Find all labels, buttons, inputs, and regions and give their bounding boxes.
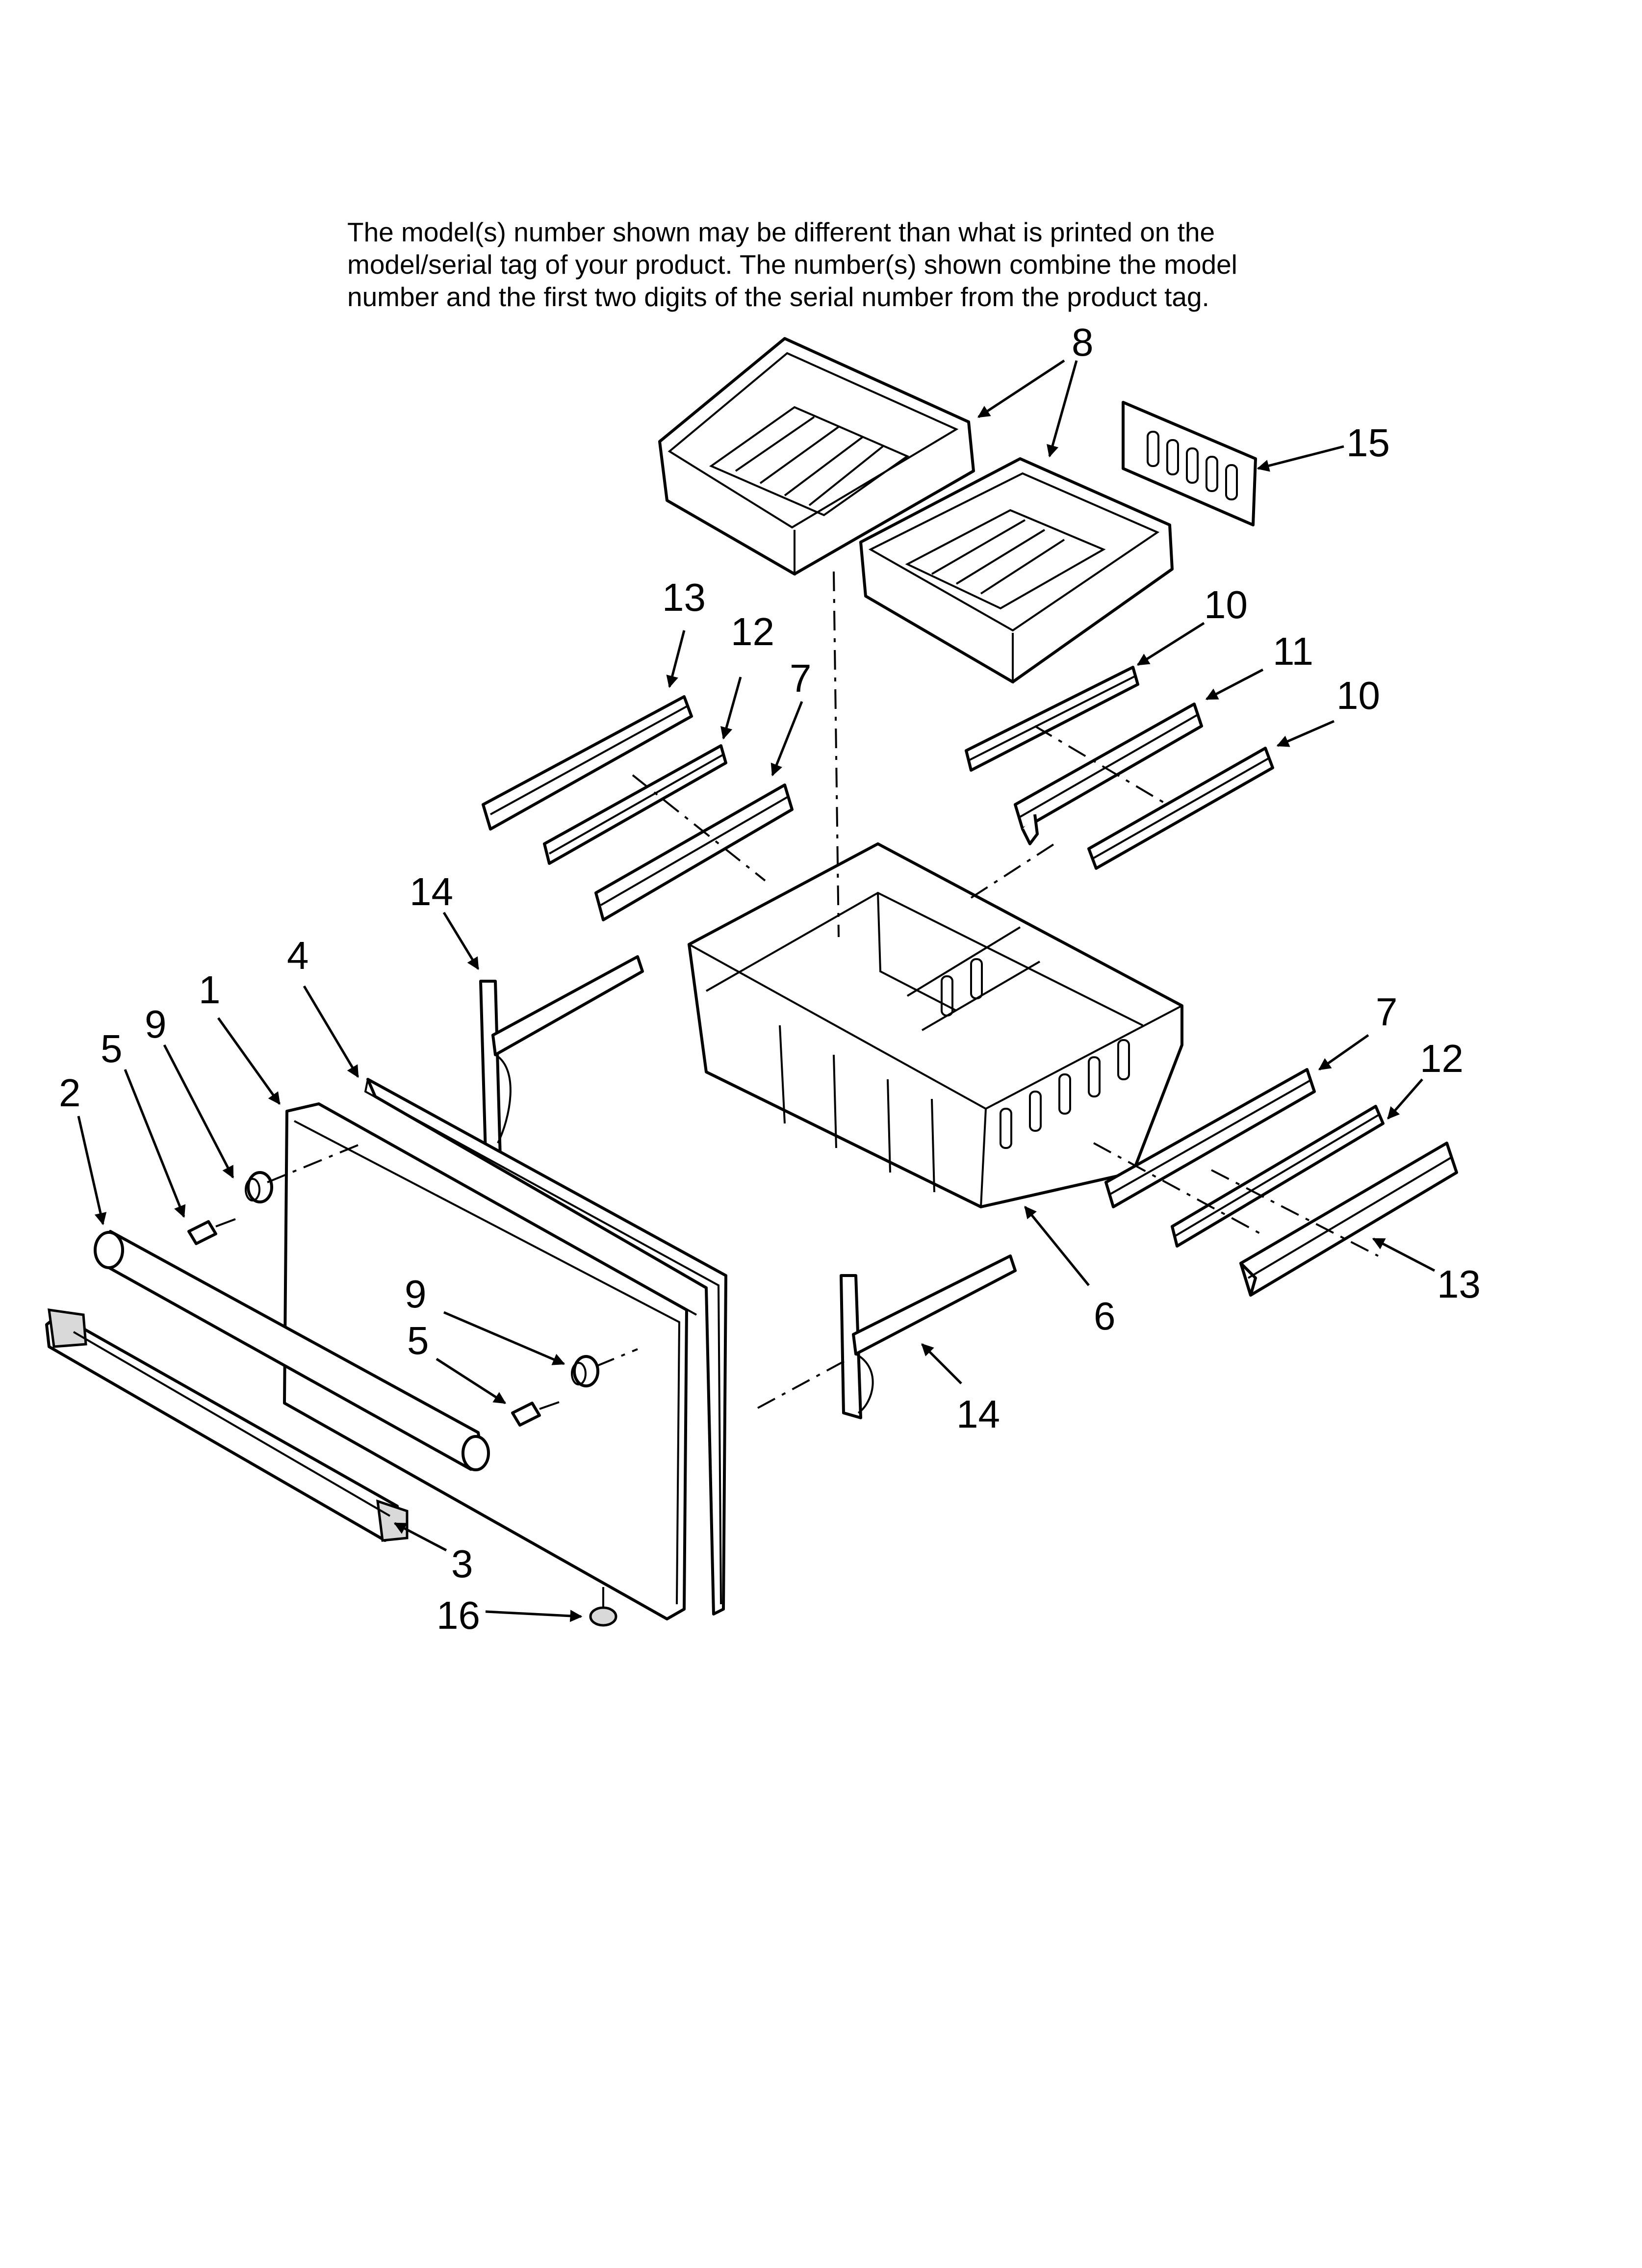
upper-basket-right [859, 457, 1174, 684]
callout-13-lower: 13 [1437, 1262, 1481, 1306]
left-rail-inner [543, 744, 727, 865]
handle-mount-lower [511, 1355, 599, 1427]
upper-basket-left [658, 337, 975, 576]
callout-9-lower: 9 [405, 1272, 427, 1316]
model-number-notice: The model(s) number shown may be differe… [347, 216, 1328, 313]
callout-7-lower: 7 [1376, 990, 1398, 1034]
notice-line-2: model/serial tag of your product. The nu… [347, 249, 1237, 280]
callout-3: 3 [451, 1542, 473, 1586]
freezer-basket [688, 842, 1183, 1208]
callout-9-upper: 9 [145, 1002, 167, 1046]
right-slide-rail [1104, 1068, 1316, 1208]
alignment-lines [267, 571, 1379, 1409]
door-gasket [364, 1078, 727, 1616]
callout-1: 1 [199, 968, 221, 1012]
right-bracket [840, 1254, 1017, 1419]
freezer-door-panel [283, 1102, 697, 1620]
callout-10-lower: 10 [1336, 674, 1380, 717]
callout-6: 6 [1094, 1294, 1116, 1338]
callout-15: 15 [1346, 421, 1390, 465]
callout-10-upper: 10 [1204, 583, 1248, 626]
right-rail-inner [1171, 1105, 1385, 1248]
callout-13-upper: 13 [662, 575, 706, 619]
callout-11: 11 [1273, 629, 1313, 673]
callout-5-upper: 5 [101, 1027, 123, 1070]
left-rail-cover [482, 695, 693, 831]
leader-lines [77, 359, 1436, 1622]
callout-5-lower: 5 [407, 1319, 429, 1362]
callout-labels: 8 15 13 12 7 10 11 10 14 4 1 9 5 2 7 12 … [59, 320, 1481, 1637]
upper-rail-b [1087, 747, 1274, 870]
left-bracket [479, 955, 644, 1159]
door-foot [589, 1587, 617, 1627]
handle-mount-upper [187, 1171, 273, 1245]
callout-4: 4 [287, 934, 309, 977]
callout-16: 16 [436, 1593, 480, 1637]
notice-line-1: The model(s) number shown may be differe… [347, 217, 1215, 247]
right-rail-cover [1239, 1142, 1458, 1297]
callout-12-lower: 12 [1420, 1037, 1463, 1080]
center-rail [1014, 703, 1203, 845]
notice-line-3: number and the first two digits of the s… [347, 282, 1209, 312]
upper-rail-a [965, 666, 1139, 772]
callout-12-upper: 12 [731, 610, 774, 653]
basket-divider [1122, 401, 1257, 526]
left-slide-rail [594, 783, 794, 921]
callout-8: 8 [1072, 320, 1094, 364]
callout-14-upper: 14 [410, 870, 453, 913]
callout-7-upper: 7 [790, 656, 812, 700]
door-handle-upper [94, 1230, 490, 1471]
callout-14-lower: 14 [956, 1392, 1000, 1436]
callout-2: 2 [59, 1071, 81, 1115]
